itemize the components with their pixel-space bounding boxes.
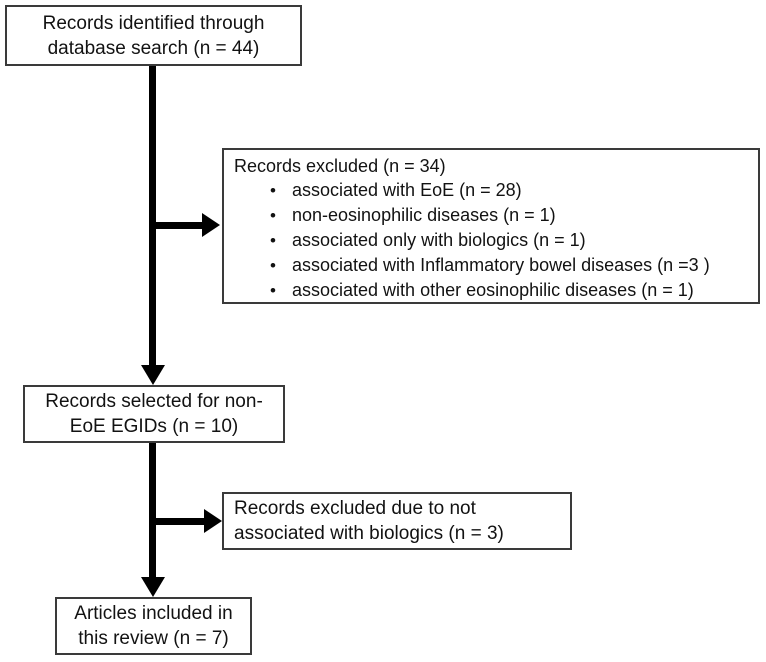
exclusion-reason-text: non-eosinophilic diseases (n = 1) [292, 205, 556, 225]
arrow-right-icon [204, 509, 222, 533]
box-records-excluded: Records excluded (n = 34) associated wit… [222, 148, 760, 304]
box-articles-included-line1: Articles included in [74, 603, 233, 624]
box-records-identified-line2: database search (n = 44) [47, 37, 260, 59]
box-records-selected: Records selected for non- EoE EGIDs (n =… [23, 385, 285, 443]
box-records-selected-line1: Records selected for non- [45, 391, 263, 412]
bullet-icon [270, 228, 292, 253]
box-records-excluded-biologics-line2: associated with biologics (n = 3) [234, 523, 504, 544]
arrow-identified-to-selected-line [149, 63, 156, 368]
arrow-down-icon [141, 577, 165, 597]
exclusion-reason-text: associated only with biologics (n = 1) [292, 230, 586, 250]
exclusion-reason-text: associated with EoE (n = 28) [292, 180, 522, 200]
exclusion-reason-text: associated with Inflammatory bowel disea… [292, 255, 710, 275]
exclusion-reason-item: associated only with biologics (n = 1) [270, 228, 748, 253]
arrow-branch-excluded2-line [150, 518, 204, 525]
bullet-icon [270, 178, 292, 203]
exclusion-reason-item: non-eosinophilic diseases (n = 1) [270, 203, 748, 228]
box-records-selected-line2: EoE EGIDs (n = 10) [69, 416, 239, 437]
box-records-identified-line1: Records identified through [42, 12, 265, 34]
arrow-right-icon [202, 213, 220, 237]
arrow-down-icon [141, 365, 165, 385]
box-articles-included-line2: this review (n = 7) [78, 628, 229, 649]
arrow-branch-excluded1-line [150, 222, 204, 229]
exclusion-reason-text: associated with other eosinophilic disea… [292, 280, 694, 300]
exclusion-reason-item: associated with other eosinophilic disea… [270, 278, 748, 303]
box-records-excluded-biologics-line1: Records excluded due to not [234, 498, 476, 519]
box-articles-included: Articles included in this review (n = 7) [55, 597, 252, 655]
bullet-icon [270, 253, 292, 278]
arrow-selected-to-included-line [149, 441, 156, 581]
bullet-icon [270, 278, 292, 303]
box-records-excluded-header: Records excluded (n = 34) [234, 156, 446, 176]
bullet-icon [270, 203, 292, 228]
box-records-excluded-biologics: Records excluded due to not associated w… [222, 492, 572, 550]
exclusion-reason-list: associated with EoE (n = 28) non-eosinop… [234, 178, 748, 303]
exclusion-reason-item: associated with Inflammatory bowel disea… [270, 253, 748, 278]
box-records-identified: Records identified through database sear… [5, 5, 302, 66]
exclusion-reason-item: associated with EoE (n = 28) [270, 178, 748, 203]
